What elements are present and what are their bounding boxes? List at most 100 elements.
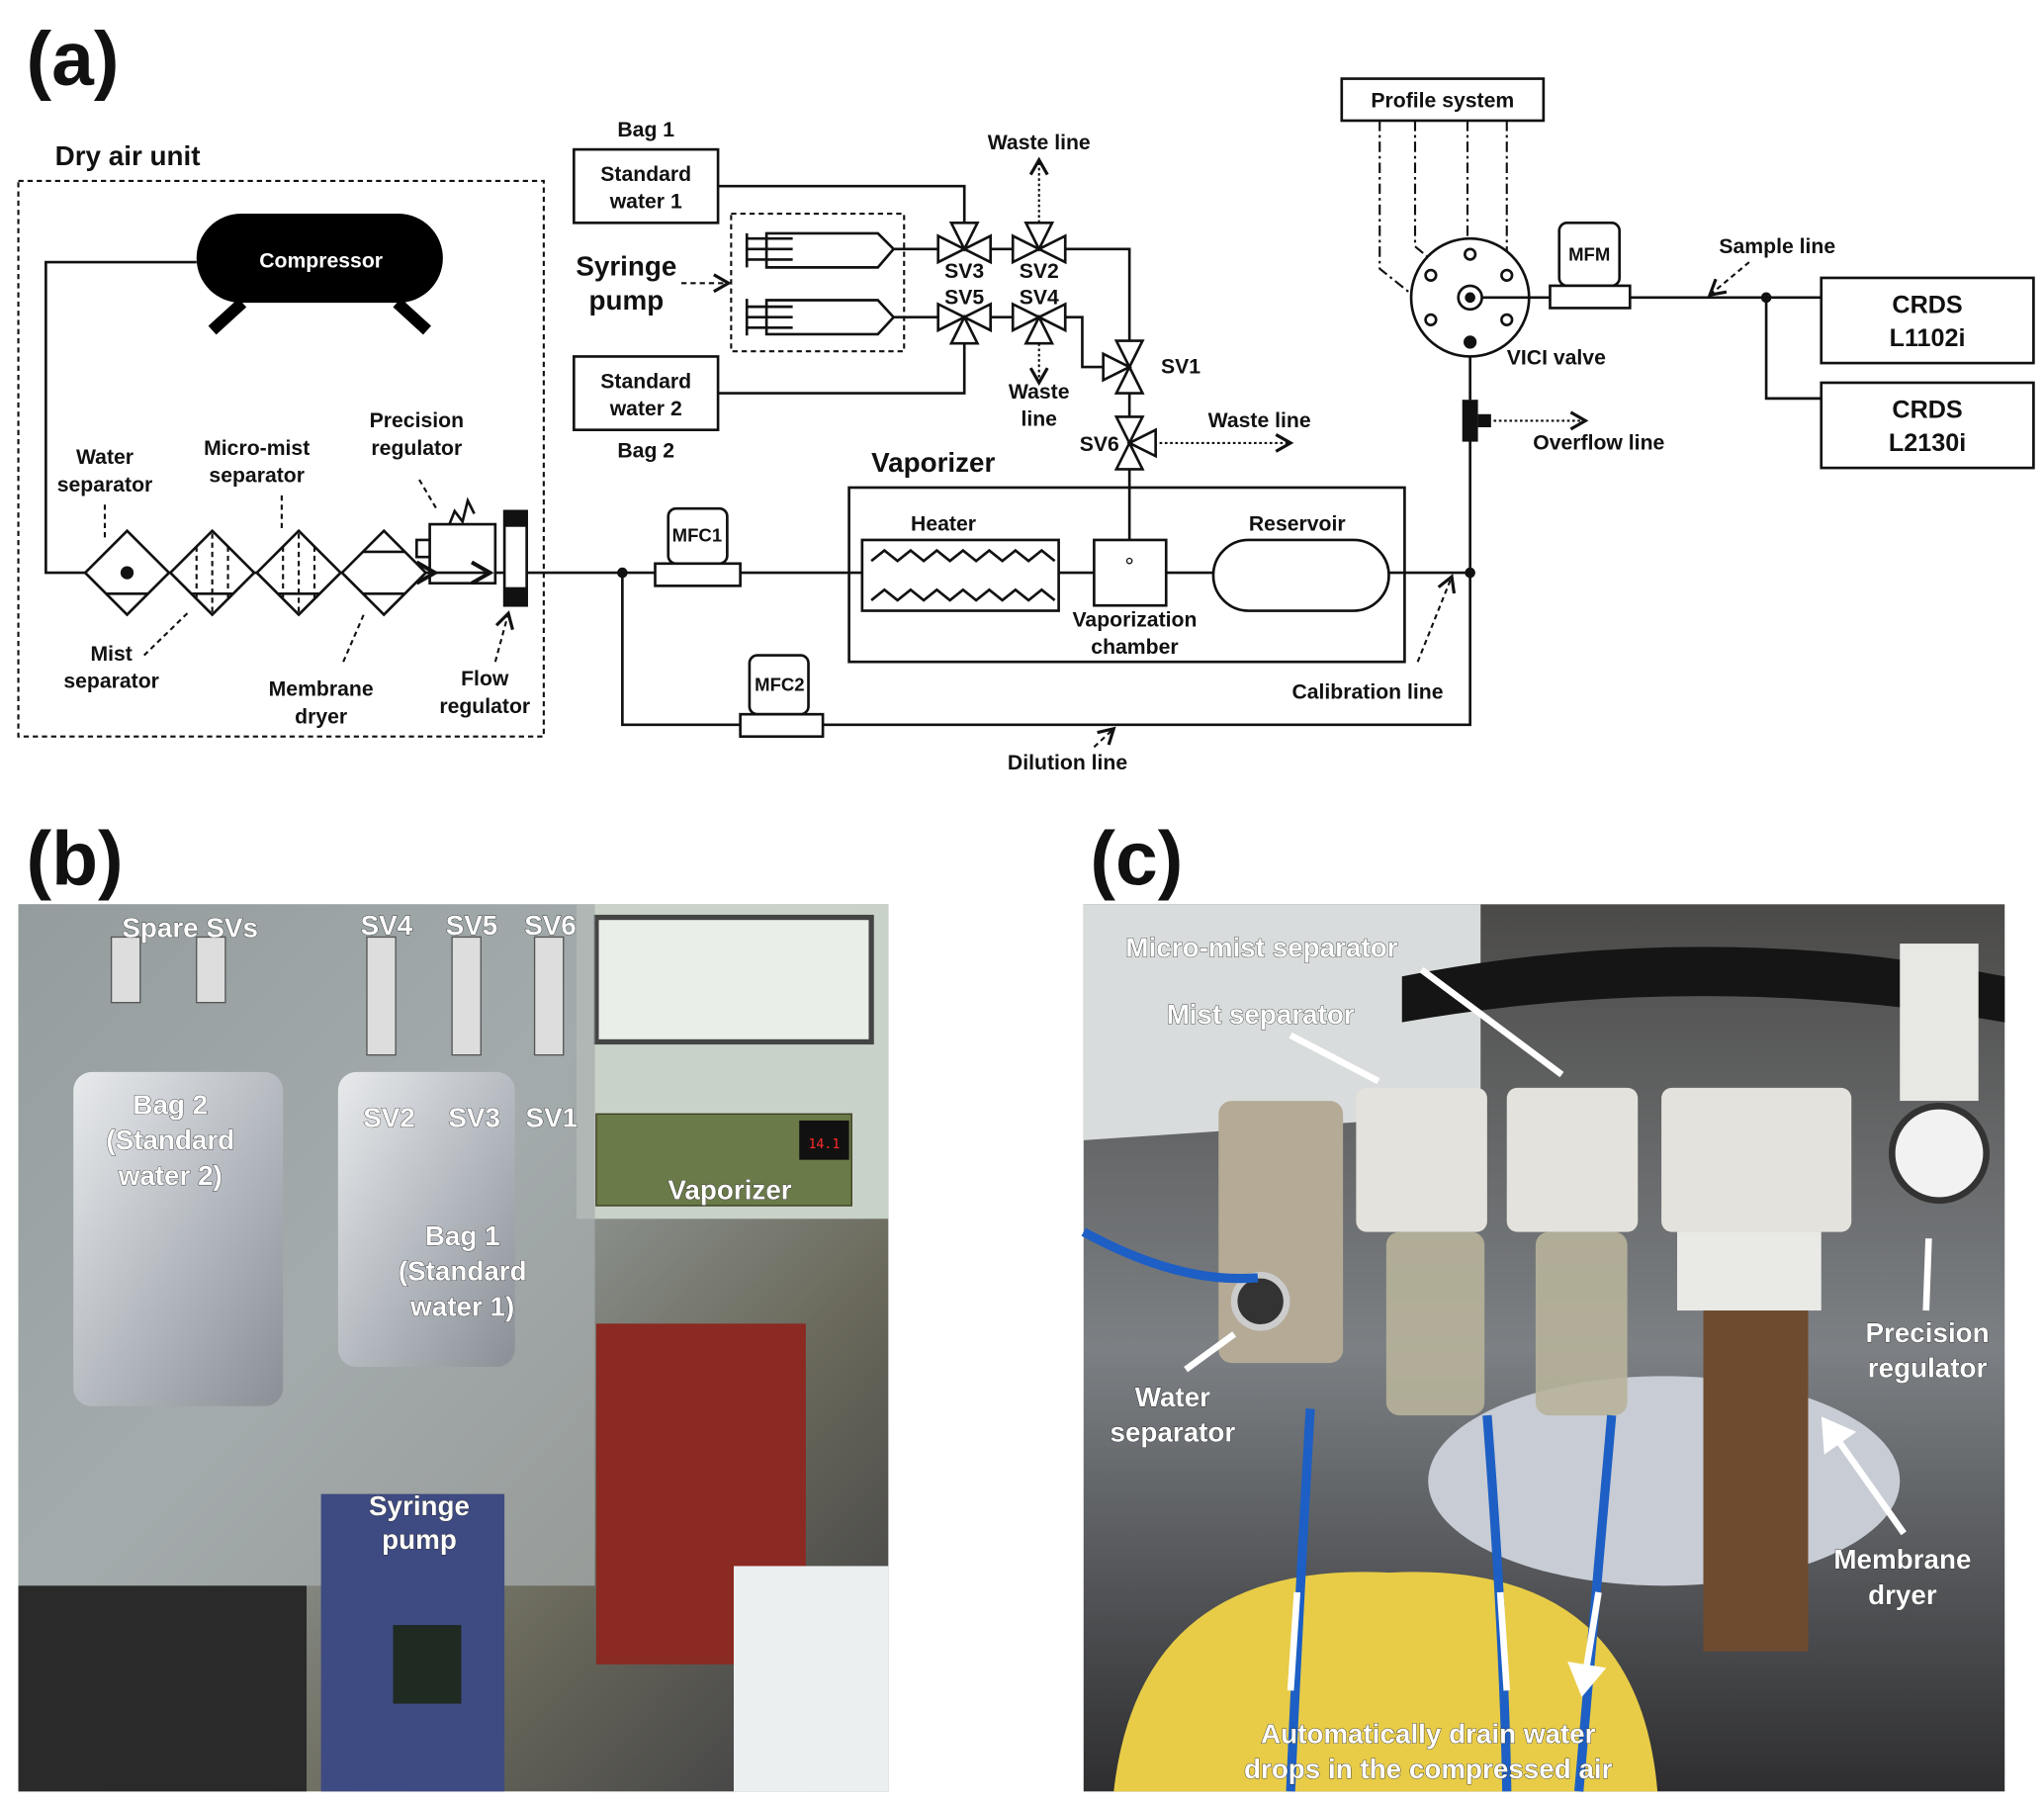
membrane-dryer-symbol <box>339 528 428 617</box>
reservoir-label: Reservoir <box>1249 513 1346 536</box>
panel-c-photo: (c) Micro-mist separator Mist separator … <box>1081 816 2005 1792</box>
heater-label: Heater <box>911 513 976 536</box>
mist-separator-label: Mist <box>90 643 132 666</box>
reservoir: Reservoir <box>1211 513 1390 612</box>
main-line <box>526 340 1471 575</box>
bag-1-photo <box>337 1071 515 1368</box>
water-separator-label: Water <box>76 446 133 469</box>
waste-line-mid-label: Waste <box>1009 381 1070 404</box>
valve-label: SV1 <box>1161 356 1200 379</box>
profile-system-label: Profile system <box>1371 90 1514 113</box>
mist-separator-photo-label: Mist separator <box>1167 999 1355 1030</box>
sv4-label: SV4 <box>361 910 413 941</box>
vaporizer-box <box>847 486 1406 664</box>
valve-sv3: SV3 <box>936 221 993 283</box>
calibration-line-label: Calibration line <box>1291 680 1443 703</box>
drain-note-label: Automatically drain water <box>1261 1718 1596 1749</box>
compressor-label: Compressor <box>259 249 383 272</box>
membrane-dryer-photo-label: Membrane <box>1833 1544 1971 1575</box>
precision-regulator-label: Precision <box>370 409 464 432</box>
precision-regulator-photo-label: Precision <box>1865 1317 1989 1348</box>
valve-sv4: SV4 <box>1011 286 1067 345</box>
valve-symbol <box>1011 302 1067 345</box>
valve-symbol <box>1102 339 1145 395</box>
sv5-label: SV5 <box>446 910 498 941</box>
mfc1: MFC1 <box>654 506 742 587</box>
syringe-pump-label: Syringe <box>576 250 676 281</box>
dry-air-unit-box <box>17 179 545 738</box>
panel-c-label: (c) <box>1090 816 1183 901</box>
valve-label: SV5 <box>944 286 984 309</box>
standard-water-1-label: Standard <box>600 163 691 186</box>
valve-sv1: SV1 <box>1102 339 1200 395</box>
micro-mist-separator-photo-label: Micro-mist separator <box>1125 932 1397 962</box>
bag2-photo-label: Bag 2 <box>133 1089 208 1120</box>
sample-line-label: Sample line <box>1719 235 1835 258</box>
valve-symbol <box>936 221 993 265</box>
sv6-label: SV6 <box>524 910 577 941</box>
standard-water-2-label: Standard <box>600 370 691 393</box>
dry-air-unit-title: Dry air unit <box>55 140 201 171</box>
bag2-label: Bag 2 <box>617 439 674 462</box>
panel-a-label: (a) <box>26 17 119 102</box>
crds2-label: CRDS <box>1892 397 1962 424</box>
spare-svs-label: Spare SVs <box>122 912 258 943</box>
waste-line-sv6-label: Waste line <box>1208 409 1311 432</box>
valve-sv6: SV6 <box>1080 415 1157 471</box>
micro-mist-separator-symbol <box>254 528 343 617</box>
vici-valve-label: VICI valve <box>1507 346 1606 369</box>
dilution-line-path <box>621 573 1471 727</box>
vaporizer-display: 14.1 <box>808 1137 840 1152</box>
overflow-line-label: Overflow line <box>1533 432 1664 455</box>
valve-symbol <box>1011 221 1067 265</box>
compressor: Compressor <box>196 214 443 335</box>
mfm: MFM <box>1549 221 1632 310</box>
vici-valve: VICI valve <box>1409 236 1606 369</box>
sv3-label: SV3 <box>448 1103 500 1133</box>
valve-sv5: SV5 <box>936 286 993 345</box>
precision-regulator-symbol <box>415 496 497 586</box>
waste-line-top-label: Waste line <box>988 132 1091 154</box>
micro-mist-separator-label: Micro-mist <box>204 437 310 460</box>
water-separator-symbol <box>83 528 171 617</box>
syringe-1 <box>745 231 938 269</box>
vaporizer-photo-label: Vaporizer <box>667 1174 791 1205</box>
valve-label: SV4 <box>1020 286 1059 309</box>
bag1-label: Bag 1 <box>617 119 674 141</box>
bag-2-photo <box>73 1071 284 1406</box>
panel-b-label: (b) <box>26 816 123 901</box>
mfm-label: MFM <box>1568 244 1610 265</box>
air-line <box>44 260 197 575</box>
crds1-label: CRDS <box>1892 292 1962 319</box>
sv2-label: SV2 <box>363 1103 415 1133</box>
overflow-valve <box>1462 400 1491 442</box>
vaporizer-title: Vaporizer <box>871 447 995 478</box>
dilution-line-label: Dilution line <box>1008 752 1127 774</box>
syringe-pump-box <box>730 212 906 353</box>
profile-system-box <box>1340 77 1546 123</box>
valve-label: SV2 <box>1020 260 1059 283</box>
mfc2-label: MFC2 <box>755 674 805 694</box>
flow-regulator-symbol <box>502 509 528 607</box>
mist-separator-symbol <box>168 528 256 617</box>
